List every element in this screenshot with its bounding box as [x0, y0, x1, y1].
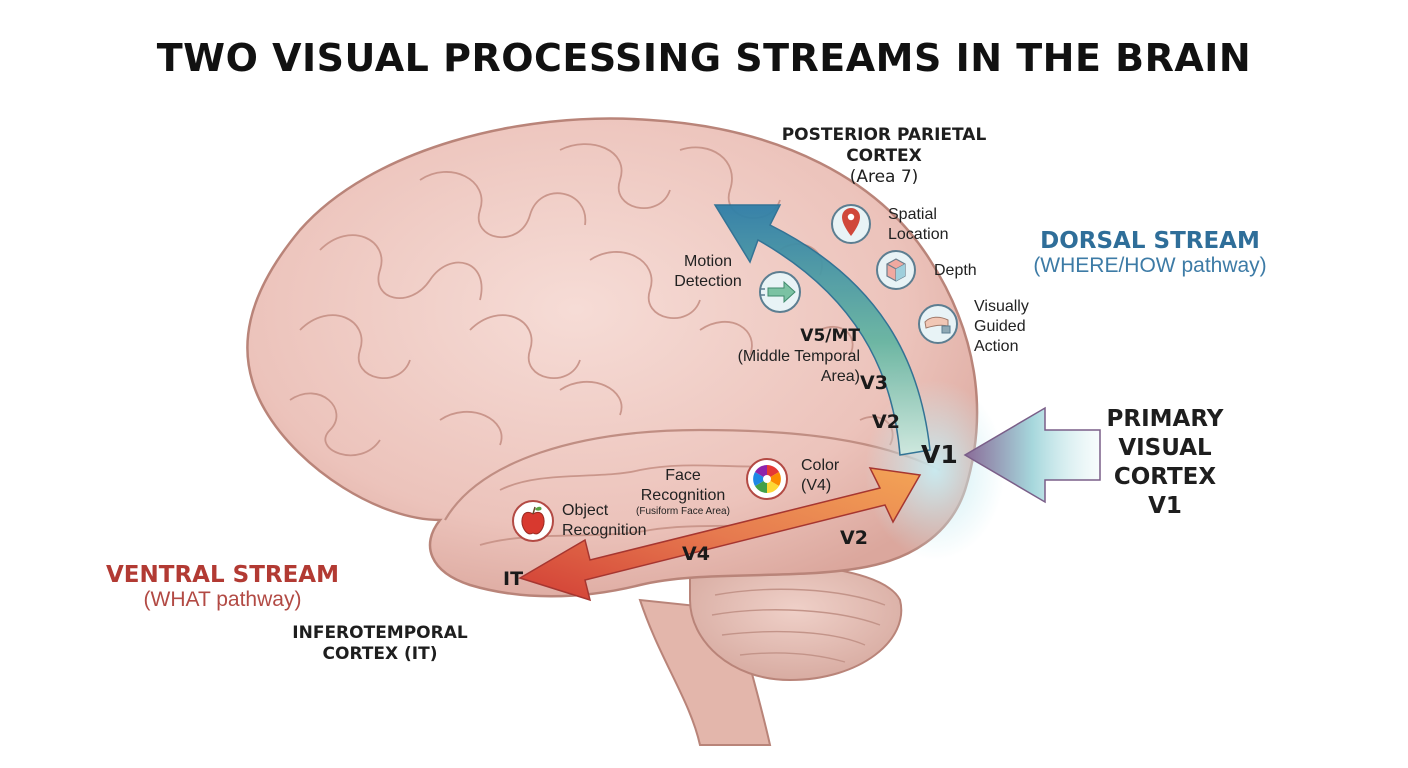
v4-paren-text: (V4) [801, 477, 832, 494]
inferotemporal-text: INFEROTEMPORAL [292, 623, 468, 643]
fusiform-face-area-text: (Fusiform Face Area) [636, 506, 730, 517]
page-title: TWO VISUAL PROCESSING STREAMS IN THE BRA… [156, 36, 1252, 80]
face-recognition-label: Face Recognition (Fusiform Face Area) [612, 466, 754, 517]
cortex-text: CORTEX [1113, 464, 1217, 490]
v4-label: V4 [682, 543, 710, 565]
area-text: Area) [820, 368, 860, 385]
color-text: Color [801, 457, 840, 474]
object-text: Object [562, 502, 609, 519]
primary-v1-text: V1 [1148, 493, 1182, 519]
color-v4-label: Color (V4) [801, 456, 839, 496]
ventral-stream-arrow [518, 467, 922, 602]
motion-detection-label: Motion Detection [660, 252, 756, 292]
recognition-text: Recognition [640, 487, 726, 504]
posterior-parietal-line1: POSTERIOR PARIETAL [781, 125, 987, 145]
it-label: IT [503, 568, 524, 590]
depth-label: Depth [934, 262, 977, 279]
spatial-text: Spatial [888, 206, 937, 223]
posterior-parietal-line2: CORTEX [846, 146, 922, 166]
color-wheel-icon [746, 458, 788, 500]
primary-visual-cortex-label: PRIMARY VISUAL CORTEX V1 [1090, 405, 1240, 521]
face-text: Face [665, 467, 701, 484]
dorsal-v2-label: V2 [872, 411, 900, 433]
motion-text: Motion [683, 253, 733, 270]
spatial-location-label: Spatial Location [888, 205, 949, 245]
inferotemporal-cortex-label: INFEROTEMPORAL CORTEX (IT) [270, 623, 490, 665]
visually-text: Visually [974, 298, 1029, 315]
area-7-label: (Area 7) [849, 167, 919, 187]
visual-input-arrow [963, 406, 1101, 504]
dorsal-stream-label: DORSAL STREAM (WHERE/HOW pathway) [1005, 228, 1295, 278]
object-recognition-text: Recognition [562, 522, 647, 539]
hand-icon [918, 304, 958, 344]
location-text: Location [888, 226, 949, 243]
posterior-parietal-label: POSTERIOR PARIETAL CORTEX (Area 7) [765, 125, 1003, 188]
map-pin-icon [831, 204, 871, 244]
action-text: Action [974, 338, 1019, 355]
dorsal-stream-subtitle: (WHERE/HOW pathway) [1033, 254, 1267, 277]
primary-text: PRIMARY [1106, 406, 1224, 432]
visual-text: VISUAL [1118, 435, 1212, 461]
v5-mt-label: V5/MT (Middle Temporal Area) [700, 326, 860, 387]
object-recognition-label: Object Recognition [562, 501, 647, 541]
guided-text: Guided [974, 318, 1026, 335]
visually-guided-action-label: Visually Guided Action [974, 297, 1029, 357]
motion-arrow-icon [759, 271, 801, 313]
v1-label: V1 [921, 440, 958, 469]
cortex-it-text: CORTEX (IT) [322, 644, 438, 664]
v5-mt-text: V5/MT [800, 326, 860, 346]
dorsal-stream-name: DORSAL STREAM [1040, 228, 1260, 254]
ventral-v2-label: V2 [840, 527, 868, 549]
ventral-stream-label: VENTRAL STREAM (WHAT pathway) [95, 562, 350, 612]
dorsal-stream-arrow [713, 204, 931, 456]
v3-label: V3 [860, 372, 888, 394]
detection-text: Detection [674, 273, 742, 290]
cube-icon [876, 250, 916, 290]
middle-temporal-text: (Middle Temporal [737, 348, 860, 365]
ventral-stream-subtitle: (WHAT pathway) [143, 588, 302, 611]
apple-icon [512, 500, 554, 542]
ventral-stream-name: VENTRAL STREAM [106, 562, 339, 588]
